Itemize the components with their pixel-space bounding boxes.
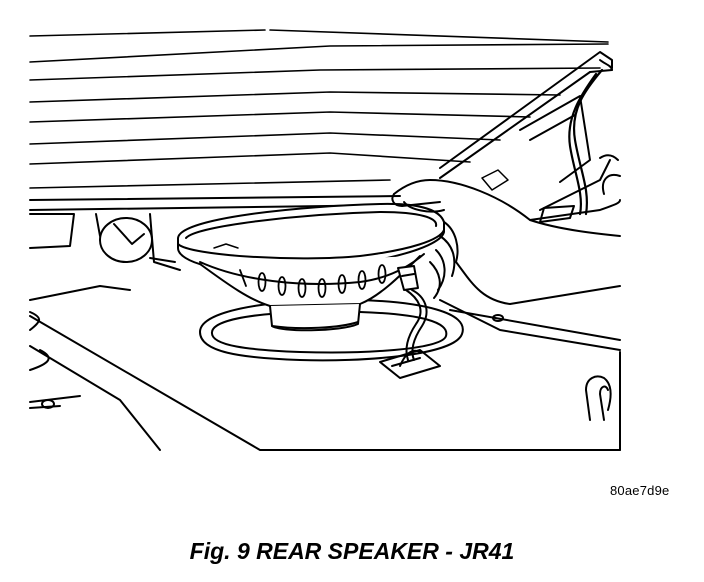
- mounting-deck: [29, 285, 621, 451]
- technician-hand: [391, 154, 621, 305]
- figure-reference-code: 80ae7d9e: [610, 483, 670, 498]
- rear-speaker: [177, 202, 445, 332]
- parcel-shelf-trim: [29, 51, 613, 223]
- retaining-hook: [585, 375, 612, 421]
- wiring-harness: [568, 68, 604, 216]
- speaker-lead-wire: [405, 289, 428, 361]
- speaker-basket-vents: [239, 264, 387, 298]
- rear-window-glass: [29, 29, 609, 189]
- rear-speaker-illustration: [29, 29, 621, 451]
- shelf-underside-details: [29, 213, 181, 271]
- figure-caption: Fig. 9 REAR SPEAKER - JR41: [189, 538, 515, 564]
